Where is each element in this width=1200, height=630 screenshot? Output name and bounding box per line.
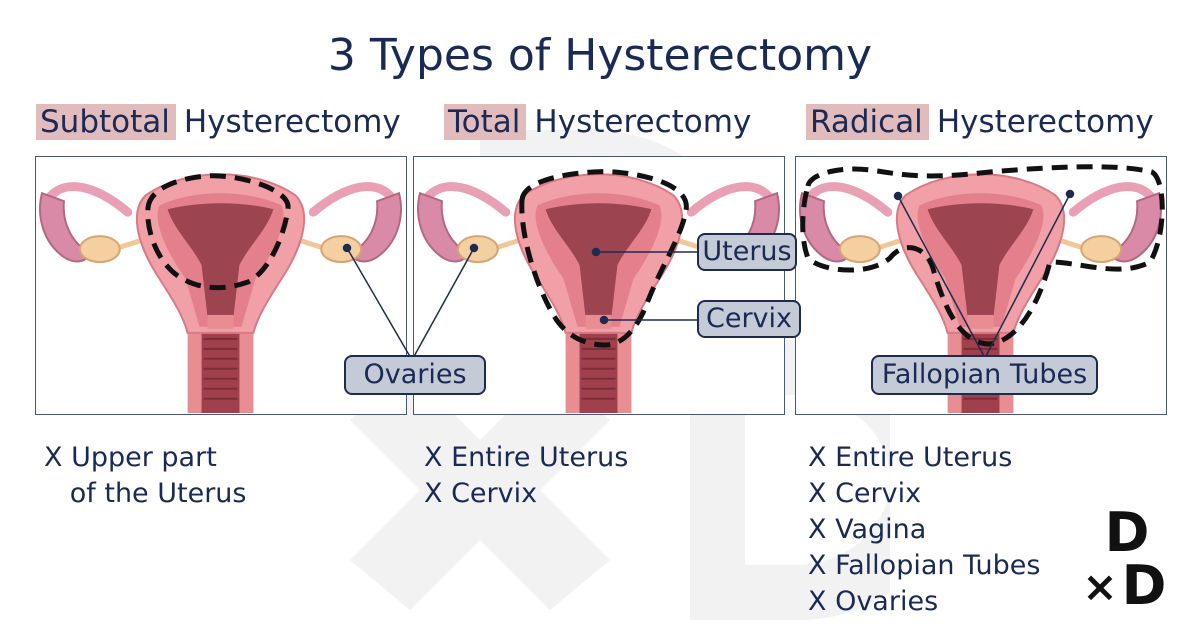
list-item: X Upper part [44, 442, 217, 473]
list-item: X Entire Uterus [424, 442, 629, 473]
heading-total-rest: Hysterectomy [534, 104, 752, 140]
removed-list-radical: X Entire Uterus X Cervix X Vagina X Fall… [808, 440, 1040, 620]
heading-subtotal-highlight: Subtotal [36, 104, 176, 140]
list-item: X Ovaries [808, 586, 939, 617]
heading-total-highlight: Total [444, 104, 527, 140]
logo: D × D [1082, 503, 1167, 608]
list-item: X Entire Uterus [808, 442, 1013, 473]
label-fallopian-tubes: Fallopian Tubes [871, 355, 1098, 395]
logo-x-mark: × [1082, 562, 1117, 608]
list-item: X Cervix [808, 478, 922, 509]
label-uterus: Uterus [697, 233, 797, 271]
label-ovaries: Ovaries [344, 355, 486, 395]
page-title: 3 Types of Hysterectomy [327, 30, 873, 81]
removed-list-total: X Entire Uterus X Cervix [424, 440, 628, 512]
heading-radical-rest: Hysterectomy [936, 104, 1154, 140]
logo-bottom-letter: D [1122, 554, 1167, 608]
logo-top-letter: D [1105, 503, 1150, 564]
list-item: X Cervix [424, 478, 538, 509]
list-item: X Fallopian Tubes [808, 550, 1041, 581]
list-item: X Vagina [808, 514, 927, 545]
list-item: of the Uterus [44, 478, 247, 509]
heading-radical-highlight: Radical [806, 104, 929, 140]
label-cervix: Cervix [697, 300, 801, 338]
heading-subtotal-rest: Hysterectomy [183, 104, 401, 140]
removed-list-subtotal: X Upper part of the Uterus [44, 440, 247, 512]
